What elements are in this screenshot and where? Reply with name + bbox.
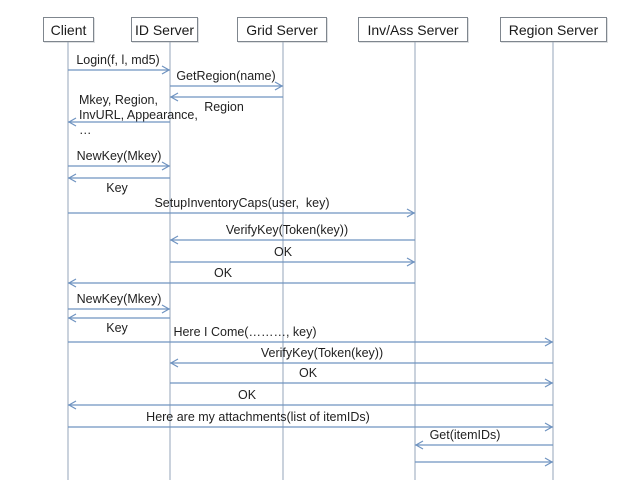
actor-box-grid_server: Grid Server [237, 17, 327, 42]
arrowhead-right-icon [406, 257, 416, 267]
message-label: Region [204, 100, 244, 114]
message-label: VerifyKey(Token(key)) [260, 346, 384, 360]
message-label: NewKey(Mkey) [76, 292, 162, 306]
arrowhead-right-icon [406, 208, 416, 218]
message-label: Key [106, 321, 128, 335]
message-label: GetRegion(name) [176, 69, 276, 83]
message-label: OK [298, 366, 318, 380]
arrowhead-left-icon [67, 278, 77, 288]
arrowhead-right-icon [161, 65, 171, 75]
arrowhead-right-icon [544, 378, 554, 388]
arrowhead-left-icon [67, 117, 77, 127]
actor-box-id_server: ID Server [131, 17, 198, 42]
message-label: OK [213, 266, 233, 280]
message-label: Here I Come(………, key) [173, 325, 317, 339]
arrowhead-left-icon [67, 313, 77, 323]
arrowhead-right-icon [274, 81, 284, 91]
arrowhead-right-icon [544, 337, 554, 347]
actor-box-inv_server: Inv/Ass Server [358, 17, 468, 42]
arrowhead-right-icon [544, 422, 554, 432]
arrowhead-left-icon [414, 440, 424, 450]
message-label: NewKey(Mkey) [76, 149, 162, 163]
message-label: OK [273, 245, 293, 259]
message-label: Login(f, l, md5) [76, 53, 160, 67]
actor-box-client: Client [43, 17, 94, 42]
arrowhead-left-icon [169, 358, 179, 368]
message-label: Mkey, Region, InvURL, Appearance, … [79, 93, 198, 137]
message-label: Here are my attachments(list of itemIDs) [146, 410, 370, 424]
arrowhead-left-icon [67, 400, 77, 410]
actor-box-region_server: Region Server [500, 17, 607, 42]
message-label: OK [237, 388, 257, 402]
arrowhead-left-icon [169, 235, 179, 245]
arrowhead-left-icon [67, 173, 77, 183]
arrowhead-right-icon [544, 457, 554, 467]
message-label: Key [106, 181, 128, 195]
message-label: SetupInventoryCaps(user, key) [154, 196, 330, 210]
arrowhead-right-icon [161, 161, 171, 171]
arrowhead-left-icon [169, 92, 179, 102]
message-label: Get(itemIDs) [429, 428, 501, 442]
arrowhead-right-icon [161, 304, 171, 314]
message-label: VerifyKey(Token(key)) [225, 223, 349, 237]
